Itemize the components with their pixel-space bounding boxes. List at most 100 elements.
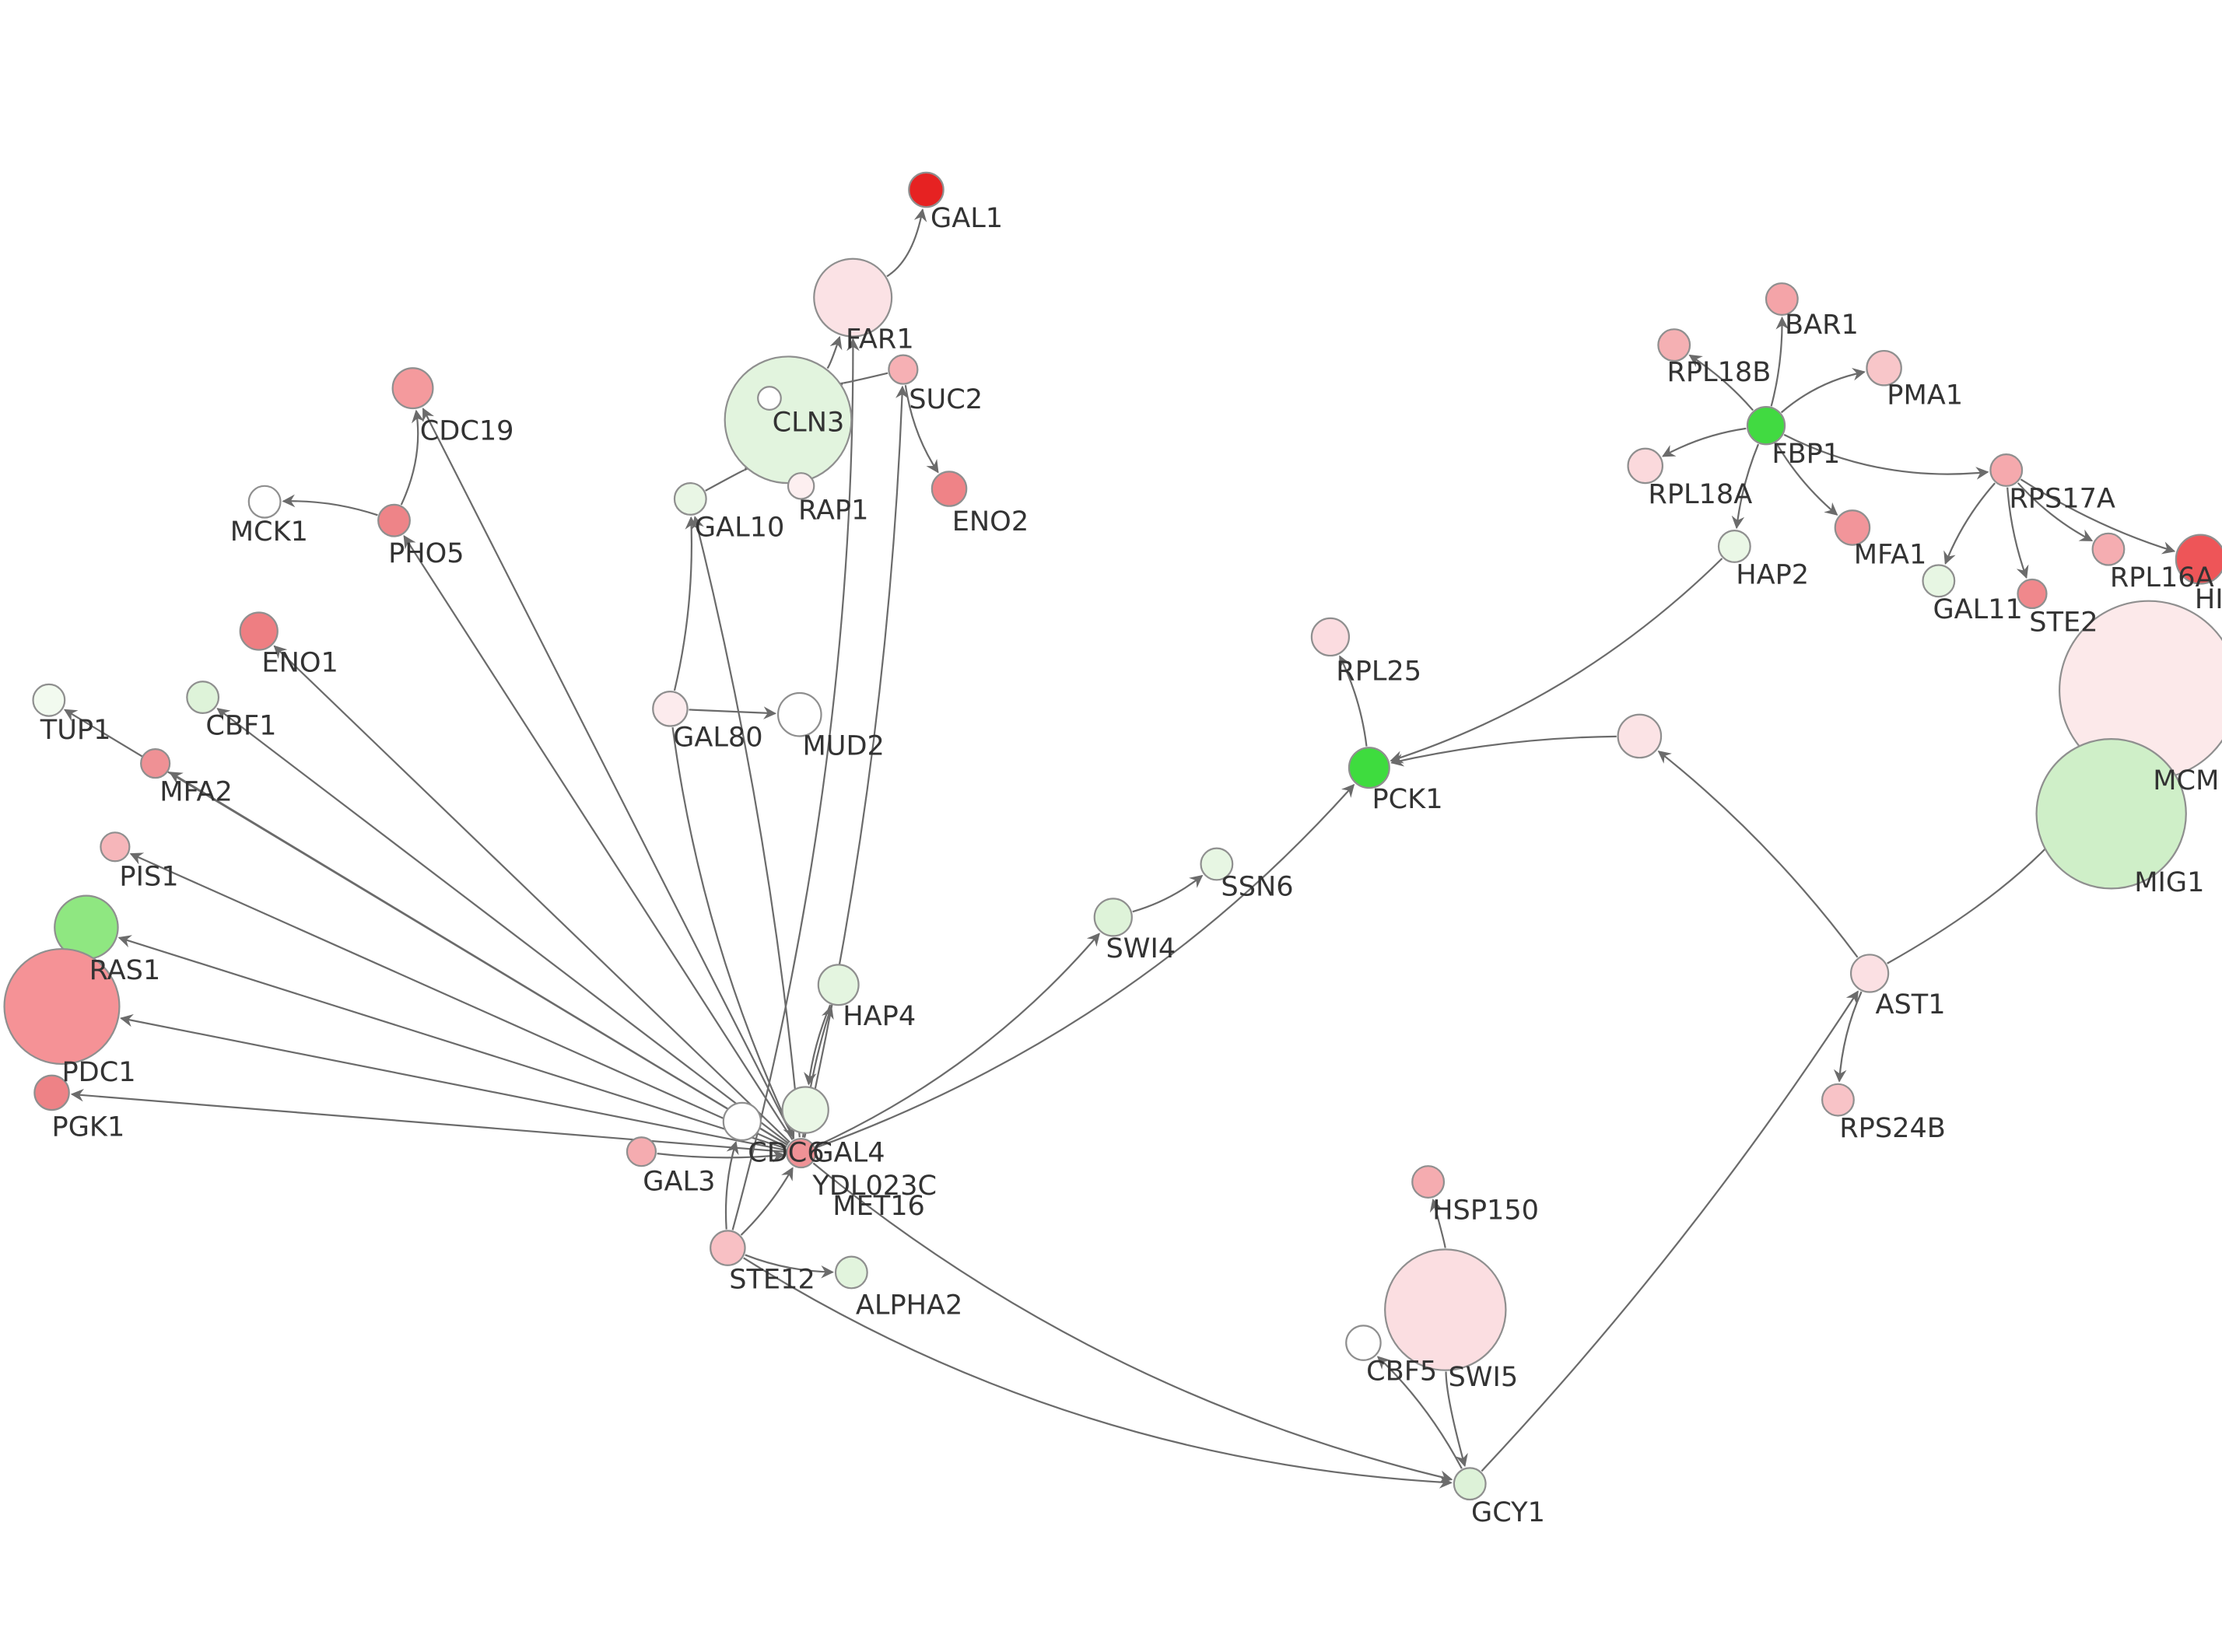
- node-met16g[interactable]: [781, 1086, 829, 1134]
- node-mig1[interactable]: [2035, 738, 2187, 890]
- node-pho5[interactable]: [377, 503, 411, 537]
- label-alpha2: ALPHA2: [856, 1290, 963, 1321]
- label-fbp1: FBP1: [1772, 438, 1840, 470]
- node-swi4[interactable]: [1093, 898, 1133, 937]
- edge-fbp1-mfa1: [1775, 442, 1838, 516]
- label-suc2: SUC2: [909, 383, 983, 415]
- node-bar1[interactable]: [1765, 282, 1799, 316]
- node-rpl25[interactable]: [1310, 617, 1351, 657]
- edge-unnamed2-pck1: [1390, 735, 1617, 767]
- edge-gal3-gal4: [657, 1149, 786, 1163]
- node-hap2[interactable]: [1717, 530, 1751, 563]
- node-pma1[interactable]: [1866, 349, 1902, 387]
- node-rps17a[interactable]: [1989, 453, 2024, 487]
- label-cdc6: CDC6: [748, 1137, 824, 1169]
- edge-pho5-mck1: [282, 494, 378, 516]
- edge-swi5-gcy1: [1445, 1371, 1468, 1468]
- label-ste2: STE2: [2029, 607, 2098, 639]
- edge-gal4-pgk1: [70, 1088, 786, 1153]
- edge-ast1-unnamed2: [1657, 751, 1859, 958]
- label-pck1: PCK1: [1372, 783, 1443, 815]
- node-gcy1[interactable]: [1453, 1467, 1487, 1501]
- node-gal3[interactable]: [626, 1136, 657, 1167]
- edge-gal4-pck1: [815, 783, 1355, 1149]
- label-ydl023c: YDL023C: [811, 1170, 937, 1202]
- label-eno1: ENO1: [261, 646, 338, 678]
- label-far1: FAR1: [846, 323, 914, 355]
- edge-gal4-pho5: [403, 534, 794, 1140]
- node-unnamed2[interactable]: [1617, 713, 1663, 759]
- node-ast1[interactable]: [1849, 954, 1890, 993]
- edge-swi5-hsp150: [1429, 1199, 1446, 1248]
- label-pdc1: PDC1: [61, 1056, 135, 1088]
- node-unnamed1[interactable]: [757, 386, 782, 411]
- node-gal4[interactable]: [786, 1137, 817, 1169]
- edge-fbp1-bar1: [1770, 316, 1789, 407]
- node-gal10[interactable]: [673, 482, 707, 516]
- label-gal3: GAL3: [643, 1166, 715, 1198]
- node-mud2[interactable]: [776, 691, 822, 737]
- node-mfa1[interactable]: [1834, 509, 1871, 546]
- node-rpl18b[interactable]: [1657, 328, 1691, 362]
- node-pdc1[interactable]: [3, 947, 121, 1066]
- node-cdc6[interactable]: [722, 1101, 762, 1142]
- edge-gal4-gal10: [691, 516, 801, 1138]
- node-hsp150[interactable]: [1411, 1165, 1446, 1199]
- node-ste12[interactable]: [710, 1230, 746, 1266]
- label-rpl18b: RPL18B: [1666, 356, 1771, 388]
- node-fbp1[interactable]: [1746, 406, 1786, 446]
- edge-fbp1-rpl18b: [1688, 354, 1754, 411]
- node-ssn6[interactable]: [1200, 847, 1234, 881]
- edge-pck1-rpl25: [1339, 655, 1368, 747]
- label-rpl25: RPL25: [1336, 655, 1421, 687]
- edge-suc2-cln3: [829, 372, 888, 395]
- node-gal1[interactable]: [908, 171, 945, 208]
- node-mfa2[interactable]: [140, 747, 171, 779]
- node-pck1[interactable]: [1348, 747, 1390, 789]
- node-gal11[interactable]: [1922, 564, 1956, 598]
- edge-gcy1-cbf5: [1376, 1356, 1463, 1469]
- label-swi5: SWI5: [1448, 1361, 1518, 1393]
- edge-gal4-mfa2: [169, 772, 788, 1146]
- edge-pho5-cdc19: [400, 409, 425, 506]
- node-cbf5[interactable]: [1345, 1325, 1382, 1361]
- node-ste2[interactable]: [2017, 578, 2048, 610]
- node-cbf1[interactable]: [186, 681, 220, 714]
- node-rpl18a[interactable]: [1627, 447, 1664, 485]
- label-cdc19: CDC19: [420, 415, 514, 447]
- label-rps17a: RPS17A: [2009, 483, 2115, 515]
- edge-ste12-alpha2: [745, 1254, 834, 1279]
- node-swi5[interactable]: [1384, 1248, 1507, 1371]
- node-hap4[interactable]: [817, 964, 860, 1006]
- edge-gal4-swi4: [815, 933, 1100, 1148]
- node-eno1[interactable]: [239, 611, 279, 651]
- node-far1[interactable]: [813, 257, 893, 338]
- edge-gal4-ras1: [117, 935, 787, 1150]
- node-suc2[interactable]: [888, 354, 919, 385]
- node-rap1[interactable]: [787, 472, 815, 500]
- label-rpl18a: RPL18A: [1648, 478, 1752, 510]
- node-his4[interactable]: [2175, 534, 2222, 585]
- node-alpha2[interactable]: [834, 1255, 868, 1290]
- edge-fbp1-pma1: [1780, 368, 1866, 414]
- label-rap1: RAP1: [798, 494, 869, 526]
- node-mck1[interactable]: [247, 485, 282, 519]
- label-mud2: MUD2: [802, 730, 884, 761]
- edge-fbp1-rpl18a: [1662, 427, 1747, 457]
- node-pis1[interactable]: [100, 831, 131, 863]
- node-rps24b[interactable]: [1821, 1083, 1855, 1117]
- label-hap4: HAP4: [843, 1000, 916, 1032]
- node-tup1[interactable]: [32, 683, 66, 717]
- node-rpl16a[interactable]: [2091, 532, 2126, 566]
- edge-gcy1-ast1: [1481, 990, 1859, 1472]
- edge-fbp1-hap2: [1731, 443, 1760, 530]
- edge-gal80-gal4: [671, 727, 795, 1139]
- node-pgk1[interactable]: [33, 1074, 70, 1111]
- node-gal80[interactable]: [652, 691, 689, 727]
- node-eno2[interactable]: [931, 471, 968, 507]
- node-cdc19[interactable]: [391, 367, 434, 410]
- label-ste12: STE12: [729, 1263, 815, 1295]
- label-swi4: SWI4: [1106, 933, 1176, 964]
